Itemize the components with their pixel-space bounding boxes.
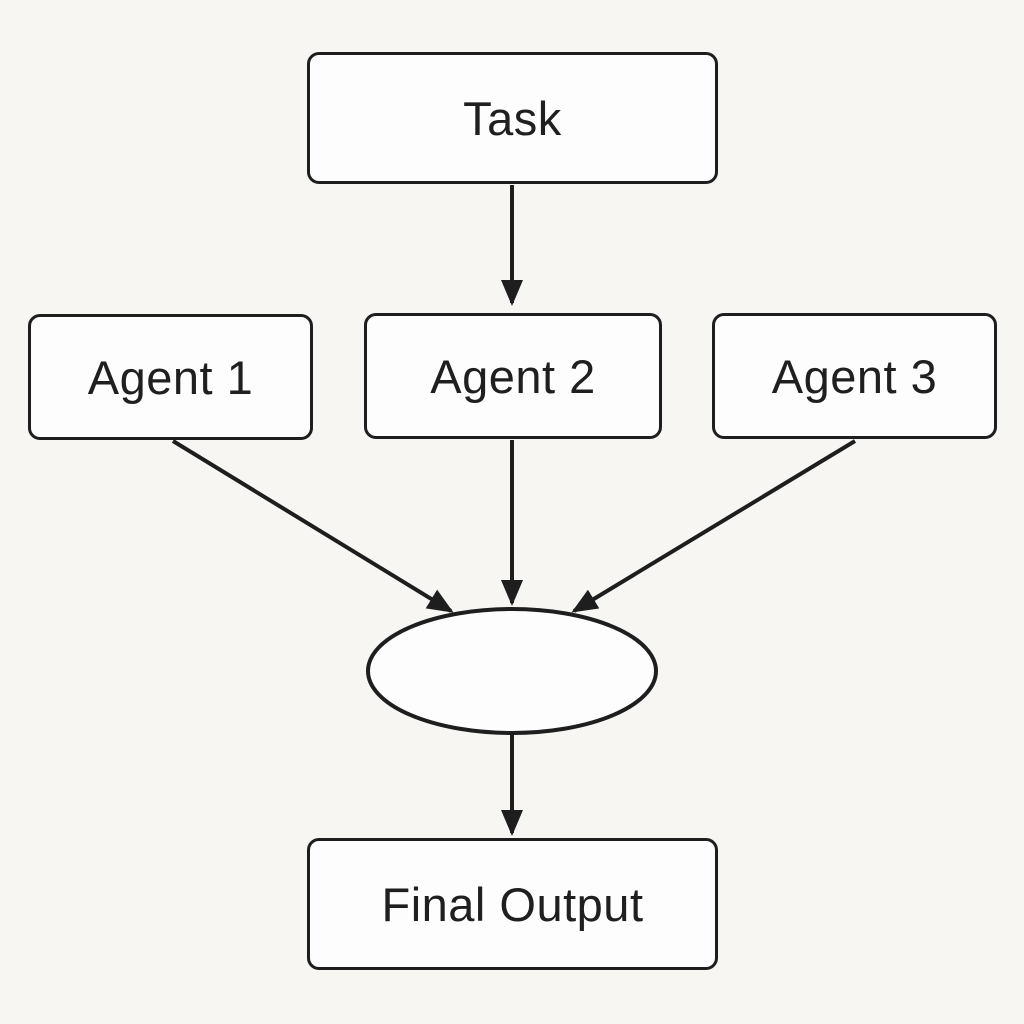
node-agent-3-label: Agent 3: [771, 349, 938, 403]
node-final-output-label: Final Output: [381, 877, 644, 931]
edge-agent3-to-aggregator: [571, 439, 857, 613]
node-agent-3: Agent 3: [712, 313, 997, 439]
node-task: Task: [307, 52, 718, 184]
node-final-output: Final Output: [307, 838, 718, 970]
node-aggregator: [366, 607, 658, 735]
node-task-label: Task: [463, 91, 562, 145]
edge-agent1-to-aggregator: [171, 439, 454, 613]
node-agent-2-label: Agent 2: [430, 349, 596, 403]
node-agent-2: Agent 2: [364, 313, 662, 439]
node-agent-1-label: Agent 1: [87, 350, 254, 404]
node-agent-1: Agent 1: [28, 314, 313, 440]
